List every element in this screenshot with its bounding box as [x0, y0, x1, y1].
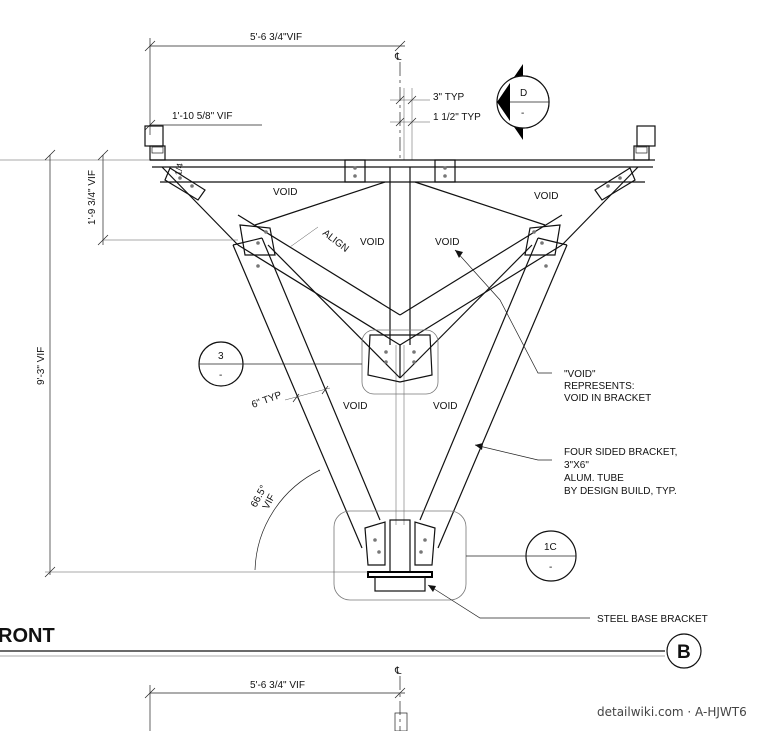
void-note-line-2: REPRESENTS: [564, 381, 635, 392]
note-leaders [427, 249, 590, 619]
void-label-mid-left: VOID [360, 237, 384, 248]
void-label-low-left: VOID [343, 401, 367, 412]
detail-callout-1c[interactable]: 1C - [466, 530, 577, 582]
tube-typ-label: 6" TYP [250, 390, 283, 411]
arm-height-dimension: 1'-9 3/4" VIF [87, 149, 238, 246]
main-legs [232, 237, 568, 549]
void-label-mid-right: VOID [435, 237, 459, 248]
void-note-line-1: "VOID" [564, 369, 596, 380]
top-beam [144, 125, 656, 183]
section-marker-d[interactable]: D - [496, 64, 550, 140]
title-text: RONT [0, 625, 55, 647]
overall-height-dimension: 9'-3" VIF [0, 149, 368, 578]
void-clouds [333, 329, 467, 601]
base-bracket-note: STEEL BASE BRACKET [597, 614, 708, 625]
void-label-top-left: VOID [273, 187, 297, 198]
detail-callout-3[interactable]: 3 - [198, 341, 362, 387]
lower-width-label: 5'-6 3/4" VIF [250, 680, 305, 691]
align-label: ALIGN [320, 228, 350, 255]
section-d-bottom: - [521, 108, 524, 119]
detail-1c-top: 1C [544, 542, 557, 553]
typ-dimensions: 3" TYP 1 1/2" TYP [390, 88, 481, 160]
steel-base-bracket-drawing [367, 571, 433, 592]
brackets [164, 159, 636, 573]
top-width-label: 5'-6 3/4"VIF [250, 32, 302, 43]
void-note: "VOID" REPRESENTS: VOID IN BRACKET [564, 369, 651, 404]
drawing-title: RONT B [0, 625, 702, 669]
lower-centerline-symbol: ℄ [394, 666, 402, 677]
void-label-top-right: VOID [534, 191, 558, 202]
angle-dimension: 66.5° VIF [249, 469, 321, 571]
lower-width-dimension: 5'-6 3/4" VIF ℄ [144, 666, 408, 731]
bracket-note-line-2: 3"X6" [564, 460, 589, 471]
detail-1c-bottom: - [549, 562, 552, 573]
watermark: detailwiki.com · A-HJWT6 [597, 705, 747, 719]
bracket-note-line-3: ALUM. TUBE [564, 473, 624, 484]
corner-dim-label: 1/4 [173, 162, 185, 176]
detail-3-top: 3 [218, 351, 224, 362]
centerline-symbol: ℄ [394, 52, 402, 63]
arm-offset-dimension: 1'-10 5/8" VIF [144, 111, 262, 131]
detail-3-bottom: - [219, 370, 222, 381]
bracket-note-line-1: FOUR SIDED BRACKET, [564, 447, 677, 458]
upper-v-members [161, 166, 639, 379]
typ-3-label: 3" TYP [433, 92, 464, 103]
grid-marker-b: B [677, 642, 691, 663]
top-width-dimension: 5'-6 3/4"VIF [144, 32, 406, 135]
void-note-line-3: VOID IN BRACKET [564, 393, 651, 404]
void-label-low-right: VOID [433, 401, 457, 412]
bracket-note: FOUR SIDED BRACKET, 3"X6" ALUM. TUBE BY … [564, 447, 677, 497]
tube-typ-dimension: 6" TYP [250, 385, 331, 411]
arm-height-label: 1'-9 3/4" VIF [87, 170, 98, 225]
arm-offset-label: 1'-10 5/8" VIF [172, 111, 233, 122]
bracket-note-line-4: BY DESIGN BUILD, TYP. [564, 486, 677, 497]
section-d-top: D [520, 88, 527, 99]
centerline: ℄ [394, 52, 402, 160]
center-post [389, 167, 411, 525]
overall-height-label: 9'-3" VIF [36, 347, 47, 385]
typ-1-5-label: 1 1/2" TYP [433, 112, 481, 123]
